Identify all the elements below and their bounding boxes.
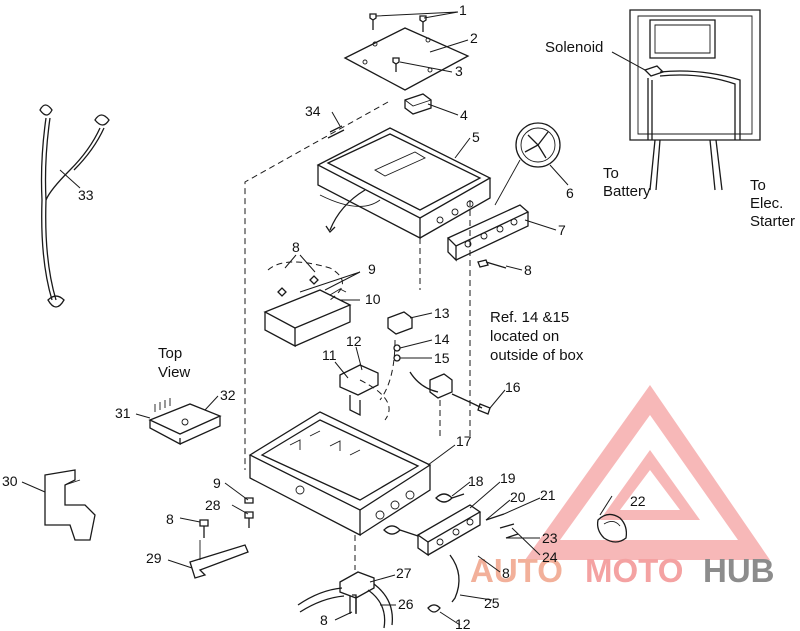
plate-31-32 [148, 398, 222, 446]
bracket-29 [189, 540, 249, 579]
grommet-22 [596, 513, 628, 543]
label-to-starter-2: Elec. [750, 195, 783, 212]
solenoid-assembly [263, 261, 352, 348]
label-to-starter-3: Starter [750, 213, 795, 230]
label-ref-1: Ref. 14 &15 [490, 309, 569, 326]
cable-16 [409, 371, 491, 440]
callout-5: 5 [472, 129, 480, 145]
callout-25: 25 [484, 595, 500, 611]
cables-lower [297, 554, 460, 629]
leaders-8-9 [284, 254, 361, 293]
callout-28: 28 [205, 497, 221, 513]
callout-15: 15 [434, 350, 450, 366]
callout-8-bottom: 8 [320, 612, 328, 628]
callout-14: 14 [434, 331, 450, 347]
callout-7: 7 [558, 222, 566, 238]
callout-6: 6 [566, 185, 574, 201]
callout-30: 30 [2, 473, 18, 489]
watermark-text-hub: HUB [703, 552, 775, 589]
callout-12-top: 12 [346, 333, 362, 349]
lower-box [248, 411, 432, 537]
callout-12-bottom: 12 [455, 616, 471, 631]
bracket-30 [44, 469, 96, 541]
inset-box [611, 9, 761, 191]
bolts-lower-left [199, 497, 357, 613]
bracket-11-12 [339, 364, 390, 421]
callout-2: 2 [470, 30, 478, 46]
label-ref-2: located on [490, 328, 559, 345]
callout-23: 23 [542, 530, 558, 546]
annotations: Solenoid To Battery To Elec. Starter Ref… [158, 39, 795, 381]
label-ref-3: outside of box [490, 347, 584, 364]
callout-4: 4 [460, 107, 468, 123]
construction-lines [244, 101, 471, 570]
label-to-starter-1: To [750, 177, 766, 194]
bolt-8-right [477, 259, 507, 269]
watermark-text-auto: AUTO [470, 552, 563, 589]
callout-3: 3 [455, 63, 463, 79]
watermark-triangle-center [620, 470, 680, 510]
callout-20: 20 [510, 489, 526, 505]
callout-24: 24 [542, 549, 558, 565]
callout-1: 1 [459, 2, 467, 18]
label-to-battery-1: To [603, 165, 619, 182]
grommets-and-plate [383, 493, 519, 557]
leader-lines [21, 11, 613, 626]
wire-34 [327, 125, 345, 139]
callout-19: 19 [500, 470, 516, 486]
callout-labels: 1 2 3 4 5 6 7 8 8 8 8 8 9 9 10 11 12 12 … [2, 2, 646, 631]
label-top-view-2: View [158, 364, 190, 381]
connector-strip-7 [446, 204, 530, 262]
callout-27: 27 [396, 565, 412, 581]
gauge [494, 122, 561, 206]
callout-31: 31 [115, 405, 131, 421]
battery-cable-33 [39, 104, 110, 308]
callout-21: 21 [540, 487, 556, 503]
relay-13 [379, 311, 413, 401]
label-solenoid: Solenoid [545, 39, 603, 56]
watermark-text-moto: MOTO [585, 552, 683, 589]
callout-32: 32 [220, 387, 236, 403]
label-top-view-1: Top [158, 345, 182, 362]
callout-8-top: 8 [292, 239, 300, 255]
callout-8-right: 8 [524, 262, 532, 278]
callout-8-bottom-right: 8 [502, 565, 510, 581]
callout-18: 18 [468, 473, 484, 489]
callout-29: 29 [146, 550, 162, 566]
callout-16: 16 [505, 379, 521, 395]
callout-10: 10 [365, 291, 381, 307]
callout-34: 34 [305, 103, 321, 119]
callout-9-left: 9 [213, 475, 221, 491]
callout-22: 22 [630, 493, 646, 509]
fuse-holder [404, 93, 432, 115]
callout-17: 17 [456, 433, 472, 449]
callout-13: 13 [434, 305, 450, 321]
label-to-battery-2: Battery [603, 183, 651, 200]
callout-11: 11 [322, 347, 337, 363]
callout-8-left: 8 [166, 511, 174, 527]
watermark-logo: AUTO MOTO HUB [470, 385, 775, 589]
upper-box [316, 127, 492, 240]
cover-plate [343, 27, 470, 91]
screw-1 [369, 13, 427, 72]
callout-26: 26 [398, 596, 414, 612]
callout-33: 33 [78, 187, 94, 203]
callout-9-top: 9 [368, 261, 376, 277]
